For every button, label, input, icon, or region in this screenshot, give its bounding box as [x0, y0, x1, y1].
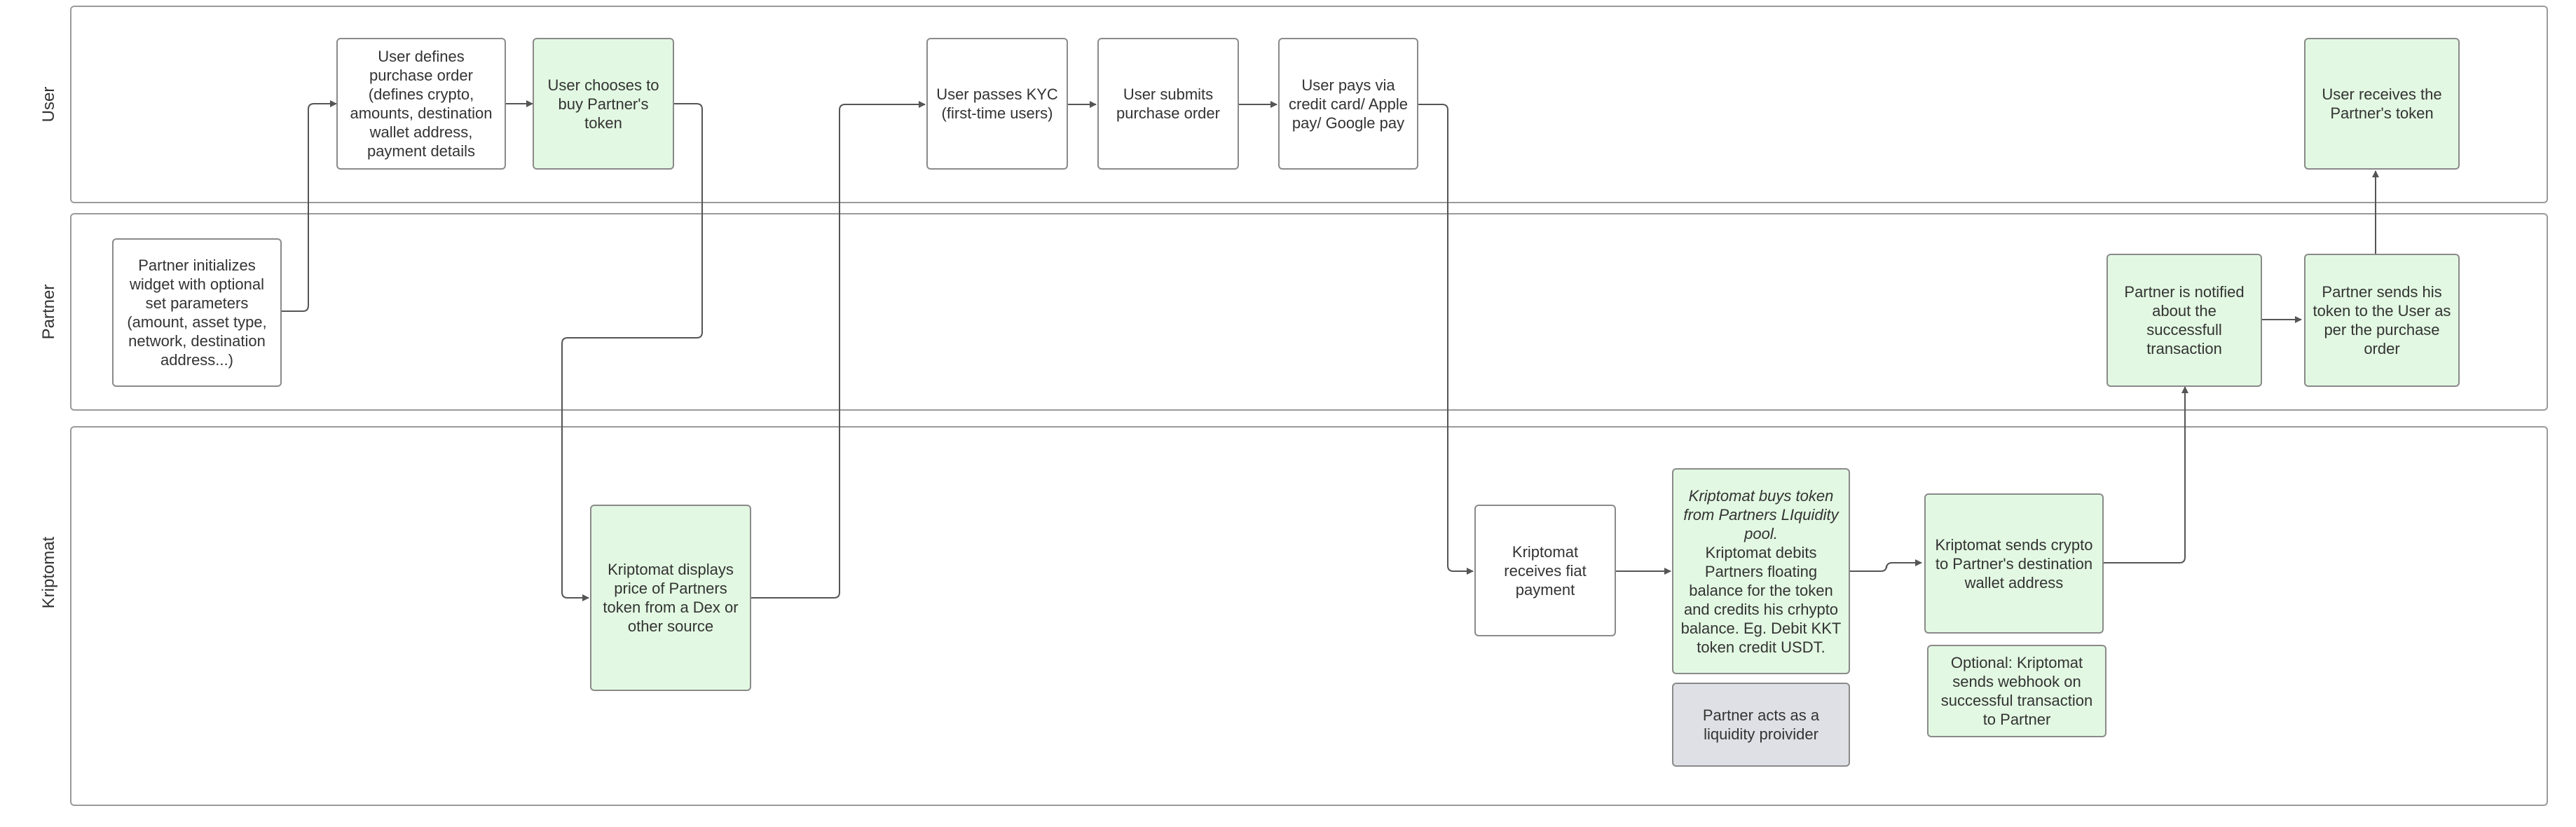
lane-kriptomat: [70, 426, 2548, 806]
user-chooses-token-box: User chooses to buy Partner's token: [533, 38, 674, 170]
liquidity-provider-box: Partner acts as a liquidity proivider: [1672, 683, 1850, 767]
partner-initializes-widget-box: Partner initializes widget with optional…: [112, 238, 282, 387]
user-receives-token-box: User receives the Partner's token: [2304, 38, 2460, 170]
kriptomat-displays-price-box: Kriptomat displays price of Partners tok…: [590, 505, 751, 691]
kriptomat-buys-italic-text: Kriptomat buys token from Partners LIqui…: [1683, 486, 1839, 542]
optional-webhook-box: Optional: Kriptomat sends webhook on suc…: [1927, 645, 2106, 737]
kriptomat-buys-text: Kriptomat debits Partners floating balan…: [1680, 543, 1842, 656]
edge-kriptomat-buys-to-kriptomat-sends: [1850, 559, 1922, 572]
user-passes-kyc-box: User passes KYC (first-time users): [926, 38, 1068, 170]
kriptomat-buys-token-box: Kriptomat buys token from Partners LIqui…: [1672, 468, 1850, 674]
user-pays-box: User pays via credit card/ Apple pay/ Go…: [1278, 38, 1418, 170]
edge-user-chooses-to-kriptomat-displays: [561, 103, 703, 601]
edge-kriptomat-displays-to-user-kyc: [751, 101, 926, 599]
partner-notified-box: Partner is notified about the successful…: [2106, 254, 2262, 387]
edge-kriptomat-sends-to-partner-notified: [2104, 386, 2188, 563]
user-defines-purchase-order-box: User defines purchase order (defines cry…: [336, 38, 506, 170]
partner-sends-token-box: Partner sends his token to the User as p…: [2304, 254, 2460, 387]
kriptomat-receives-fiat-box: Kriptomat receives fiat payment: [1474, 505, 1616, 636]
user-submits-order-box: User submits purchase order: [1097, 38, 1239, 170]
edge-partner-init-to-user-defines: [282, 100, 337, 312]
edge-user-pays-to-kriptomat-receives: [1418, 104, 1474, 575]
kriptomat-sends-crypto-box: Kriptomat sends crypto to Partner's dest…: [1924, 493, 2104, 634]
